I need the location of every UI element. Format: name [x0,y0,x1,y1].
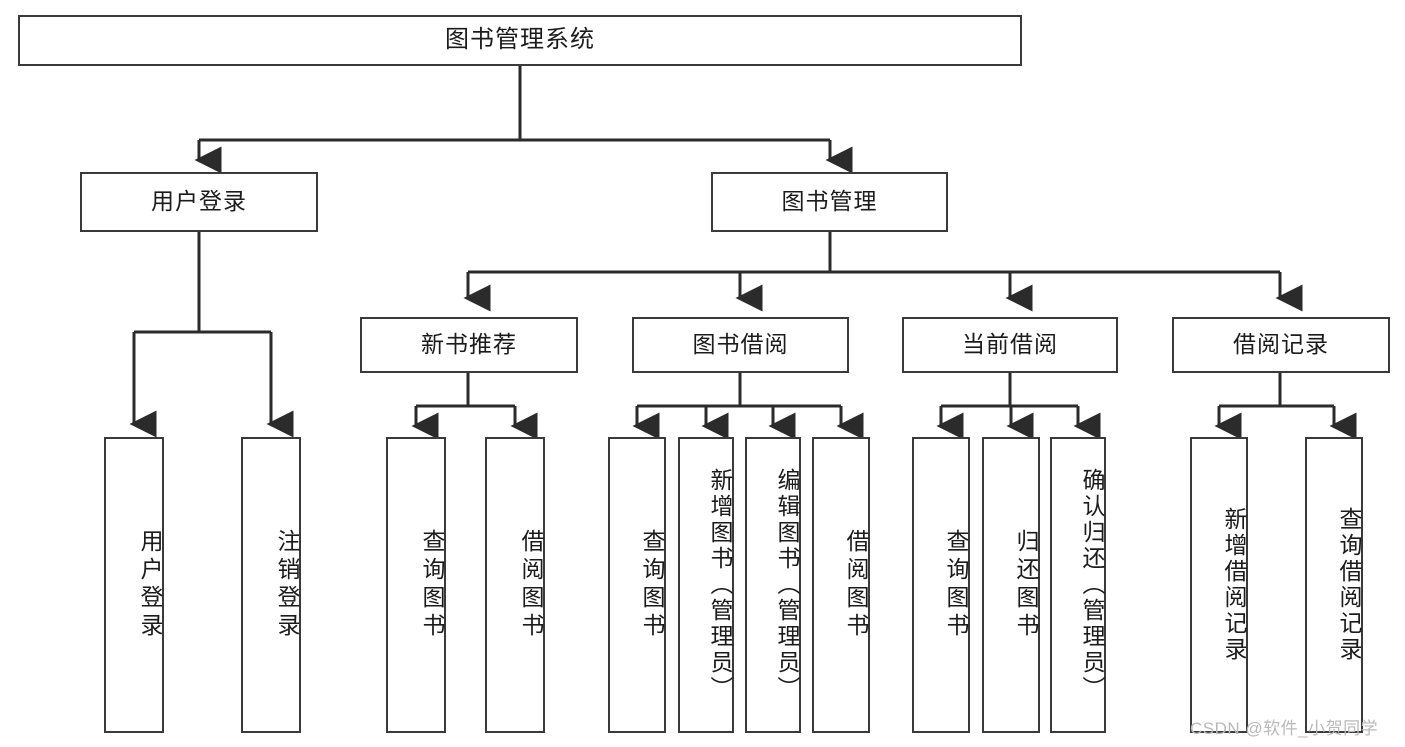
leaf-query-book-borrow[interactable]: 查询图书 [608,437,666,733]
leaf-borrow-book[interactable]: 借阅图书 [812,437,870,733]
leaf-user-login[interactable]: 用户登录 [104,437,164,733]
node-new-book-recommend[interactable]: 新书推荐 [360,317,578,373]
node-current-borrow[interactable]: 当前借阅 [902,317,1118,373]
node-book-borrow[interactable]: 图书借阅 [632,317,849,373]
node-root-system[interactable]: 图书管理系统 [18,15,1022,66]
leaf-add-book-admin[interactable]: 新增图书（管理员） [678,437,734,733]
node-book-management[interactable]: 图书管理 [711,172,948,232]
leaf-query-book-current[interactable]: 查询图书 [912,437,970,733]
leaf-edit-book-admin[interactable]: 编辑图书（管理员） [745,437,801,733]
node-user-login[interactable]: 用户登录 [80,172,318,232]
leaf-confirm-return-admin[interactable]: 确认归还（管理员） [1050,437,1106,733]
leaf-user-logout[interactable]: 注销登录 [241,437,301,733]
leaf-add-borrow-record[interactable]: 新增借阅记录 [1190,437,1248,733]
node-borrow-records[interactable]: 借阅记录 [1172,317,1390,373]
leaf-query-book-recommend[interactable]: 查询图书 [386,437,446,733]
leaf-return-book[interactable]: 归还图书 [982,437,1040,733]
leaf-borrow-book-recommend[interactable]: 借阅图书 [485,437,545,733]
leaf-query-borrow-record[interactable]: 查询借阅记录 [1305,437,1363,733]
watermark-text: CSDN @软件_小贺同学 [1190,719,1379,738]
